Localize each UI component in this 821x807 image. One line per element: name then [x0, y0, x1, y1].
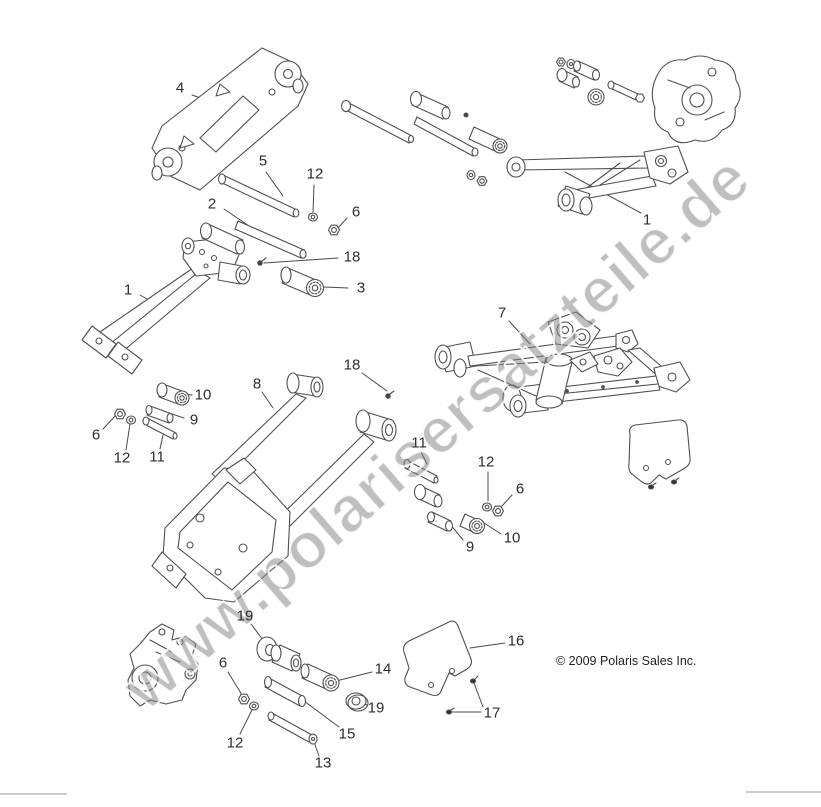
callout-3: 3 — [356, 279, 366, 297]
callout-12-d: 12 — [226, 734, 244, 752]
callout-11-a: 11 — [149, 448, 165, 466]
callout-7: 7 — [497, 304, 507, 322]
callout-13: 13 — [314, 754, 332, 772]
callout-2: 2 — [207, 195, 217, 213]
fastener-group-mid-left — [113, 382, 190, 440]
callout-16: 16 — [507, 632, 525, 650]
callout-9-a: 9 — [189, 411, 199, 429]
fastener-group-top-middle — [340, 90, 508, 186]
bottom-guard-plate — [403, 620, 479, 715]
part-8-control-arm-assembly — [151, 372, 397, 603]
callout-12-c: 12 — [477, 453, 495, 471]
part-4-brace — [151, 47, 309, 191]
callout-14: 14 — [374, 660, 392, 678]
bottom-left-rule — [0, 793, 67, 795]
callout-9-b: 9 — [465, 538, 475, 556]
part-1-left-control-arm — [81, 237, 251, 375]
callout-8: 8 — [252, 375, 262, 393]
right-knuckle-casting — [651, 55, 741, 144]
bottom-right-rule — [746, 791, 821, 793]
callout-18-a: 18 — [343, 248, 361, 266]
fastener-group-top-right — [555, 57, 646, 106]
callout-6-c: 6 — [515, 480, 525, 498]
copyright-text: © 2009 Polaris Sales Inc. — [556, 654, 697, 668]
callout-10-b: 10 — [503, 529, 521, 547]
left-knuckle-casting — [127, 623, 199, 707]
part-7-frame-weldment — [434, 311, 691, 418]
callout-12-a: 12 — [306, 165, 324, 183]
callout-4: 4 — [175, 79, 185, 97]
part-1-right-control-arm — [506, 145, 689, 216]
mid-guard-plate — [628, 419, 691, 490]
fastener-group-top-left — [199, 173, 341, 298]
callout-18-b: 18 — [343, 356, 361, 374]
callout-6-b: 6 — [91, 426, 101, 444]
callout-15: 15 — [338, 725, 356, 743]
callout-10-a: 10 — [194, 386, 212, 404]
callout-6-d: 6 — [218, 654, 228, 672]
callout-17: 17 — [483, 704, 501, 722]
callout-5: 5 — [258, 152, 268, 170]
callout-11-b: 11 — [411, 434, 427, 452]
callout-6-a: 6 — [351, 203, 361, 221]
callout-19-a: 19 — [236, 607, 254, 625]
callout-1-right: 1 — [642, 211, 652, 229]
callout-1-left: 1 — [123, 281, 133, 299]
fastener-group-mid-center — [403, 458, 505, 535]
callout-12-b: 12 — [113, 449, 131, 467]
callout-19-b: 19 — [367, 699, 385, 717]
fastener-group-bottom — [237, 636, 369, 745]
